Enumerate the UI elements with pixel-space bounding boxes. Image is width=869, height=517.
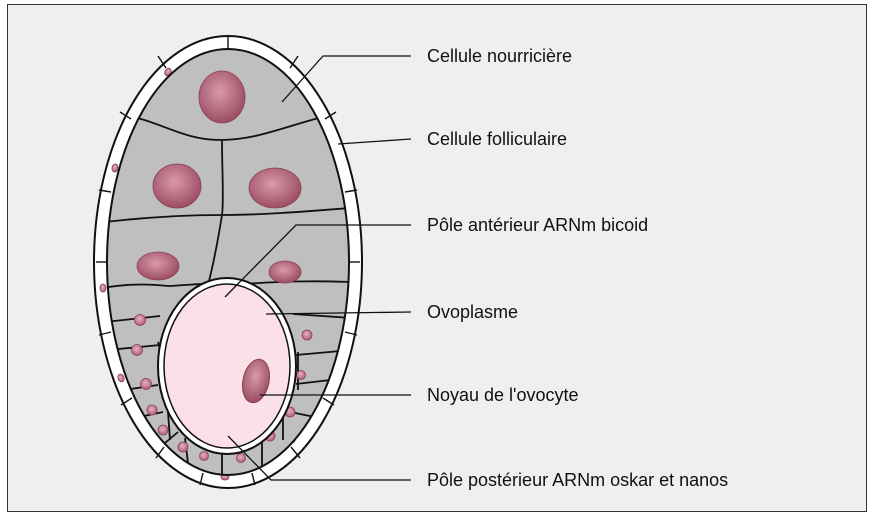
label-oocyte-nucleus: Noyau de l'ovocyte [427,385,579,405]
label-posterior-pole: Pôle postérieur ARNm oskar et nanos [427,470,728,490]
label-anterior-pole: Pôle antérieur ARNm bicoid [427,215,648,235]
label-ovoplasm: Ovoplasme [427,302,518,322]
label-follicle-cell: Cellule folliculaire [427,129,567,149]
label-nurse-cell: Cellule nourricière [427,46,572,66]
ovoplasm [164,284,290,448]
